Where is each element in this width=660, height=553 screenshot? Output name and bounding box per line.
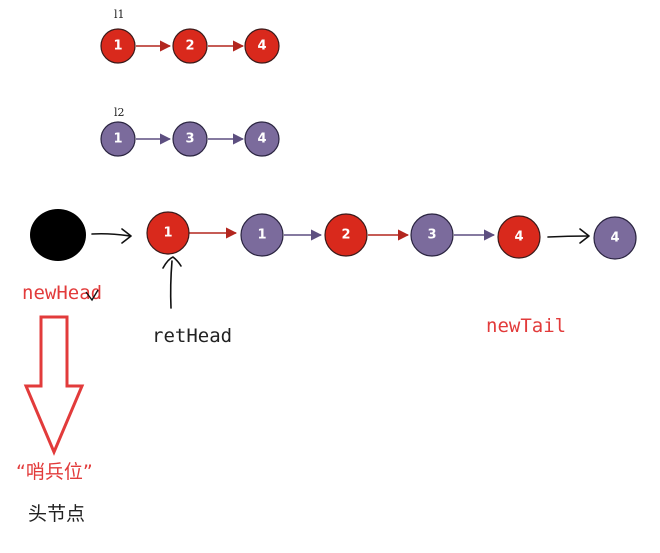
tail-arrow (547, 228, 590, 244)
head-node-label: 头节点 (28, 503, 85, 525)
l2-node-value: 3 (185, 132, 194, 147)
merged-node-value: 4 (514, 230, 523, 245)
l1-node: 1 (100, 28, 136, 64)
merged-node: 4 (497, 215, 541, 259)
new-head-tick (85, 289, 99, 302)
merged-node-value: 1 (163, 226, 172, 241)
l2-node: 1 (100, 121, 136, 157)
l1-list: 1 2 4 (100, 28, 280, 64)
merged-node-value: 2 (341, 228, 350, 243)
sentinel-quote-label: “哨兵位” (16, 461, 93, 483)
merged-list: 1 1 2 3 4 4 (146, 211, 637, 260)
l1-label: l1 (114, 8, 125, 21)
l1-node: 4 (244, 28, 280, 64)
l1-node-value: 2 (185, 39, 194, 54)
merged-node-value: 4 (610, 231, 619, 246)
merged-node: 3 (410, 213, 454, 257)
ret-head-label: retHead (152, 325, 232, 347)
sentinel-node (30, 209, 86, 261)
l2-node: 3 (172, 121, 208, 157)
l2-node-value: 1 (113, 132, 122, 147)
l2-node-value: 4 (257, 132, 266, 147)
merged-node-value: 3 (427, 228, 436, 243)
l2-list: 1 3 4 (100, 121, 280, 157)
merged-node: 1 (240, 213, 284, 257)
l2-label: l2 (114, 106, 125, 119)
new-tail-label: newTail (486, 315, 566, 337)
merged-node: 1 (146, 211, 190, 255)
sentinel-down-arrow-icon (23, 315, 85, 456)
merged-node: 4 (593, 216, 637, 260)
l1-node-value: 1 (113, 39, 122, 54)
l1-node-value: 4 (257, 39, 266, 54)
l1-node: 2 (172, 28, 208, 64)
sentinel-arrow (91, 228, 132, 244)
new-head-label: newHead (22, 282, 102, 304)
merged-node: 2 (324, 213, 368, 257)
merged-edges (189, 227, 496, 241)
rethead-arrow (162, 256, 182, 309)
l2-node: 4 (244, 121, 280, 157)
merged-node-value: 1 (257, 228, 266, 243)
